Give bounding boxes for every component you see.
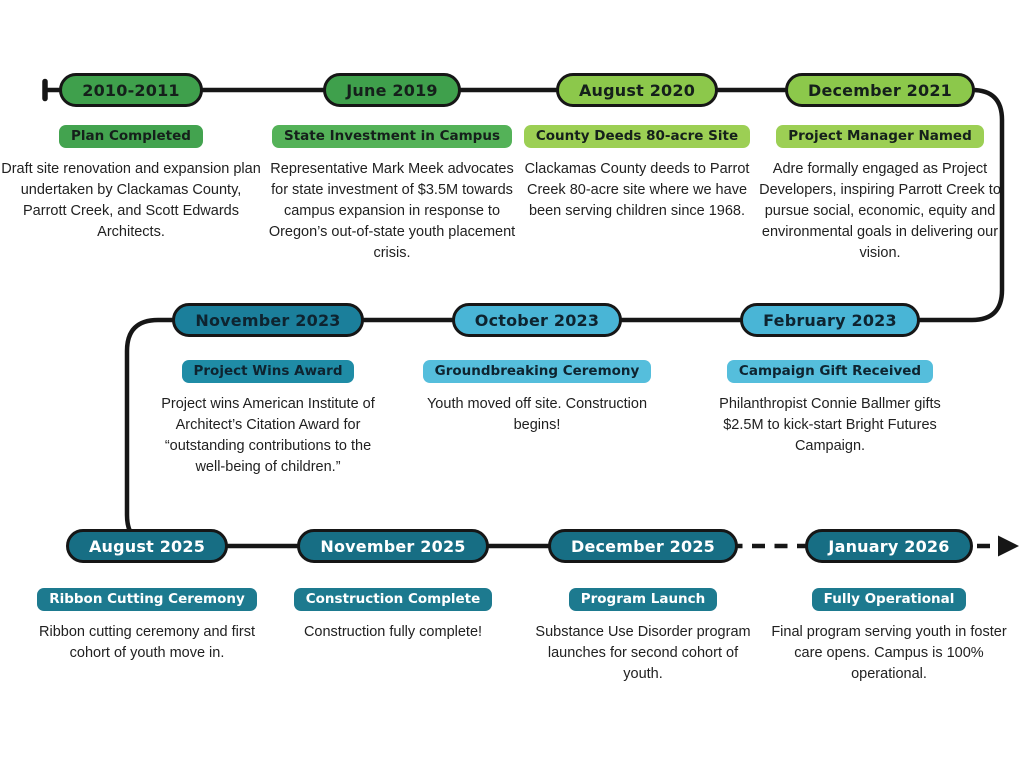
event-description: Clackamas County deeds to Parrot Creek 8… [524, 161, 750, 220]
event-title-badge: Project Wins Award [181, 360, 355, 383]
event-description: Representative Mark Meek advocates for s… [268, 161, 516, 262]
event-date-pill: 2010-2011 [59, 73, 203, 107]
event-date-pill: August 2020 [555, 73, 719, 107]
arrow-right-icon [998, 535, 1019, 557]
timeline-event: January 2026 Fully Operational Final pro… [769, 529, 1009, 685]
event-description: Youth moved off site. Construction begin… [426, 396, 648, 434]
timeline-event: 2010-2011 Plan Completed Draft site reno… [1, 73, 261, 243]
event-description: Project wins American Institute of Archi… [161, 396, 375, 476]
event-title-badge: County Deeds 80-acre Site [523, 125, 751, 148]
event-date-pill: August 2025 [65, 529, 229, 563]
event-title-badge: Fully Operational [811, 588, 967, 611]
event-description: Final program serving youth in foster ca… [771, 624, 1007, 683]
event-title-badge: Project Manager Named [776, 125, 984, 148]
timeline-event: November 2023 Project Wins Award Project… [153, 303, 383, 478]
event-description: Construction fully complete! [303, 624, 483, 640]
timeline-event: October 2023 Groundbreaking Ceremony You… [422, 303, 652, 436]
event-title-badge: Campaign Gift Received [726, 360, 934, 383]
event-date-pill: November 2025 [297, 529, 489, 563]
timeline-event: November 2025 Construction Complete Cons… [278, 529, 508, 643]
event-date-pill: January 2026 [805, 529, 973, 563]
event-title-badge: Groundbreaking Ceremony [422, 360, 652, 383]
timeline-event: August 2020 County Deeds 80-acre Site Cl… [517, 73, 757, 222]
event-title-badge: Plan Completed [59, 125, 203, 148]
event-date-pill: December 2021 [784, 73, 976, 107]
event-description: Philanthropist Connie Ballmer gifts $2.5… [719, 396, 941, 455]
event-description: Adre formally engaged as Project Develop… [759, 161, 1001, 262]
event-title-badge: State Investment in Campus [272, 125, 512, 148]
timeline-event: December 2025 Program Launch Substance U… [528, 529, 758, 685]
event-description: Ribbon cutting ceremony and first cohort… [39, 624, 255, 662]
timeline-event: December 2021 Project Manager Named Adre… [748, 73, 1012, 264]
event-date-pill: November 2023 [172, 303, 364, 337]
event-date-pill: February 2023 [740, 303, 920, 337]
timeline-event: June 2019 State Investment in Campus Rep… [262, 73, 522, 264]
event-title-badge: Ribbon Cutting Ceremony [37, 588, 257, 611]
event-date-pill: October 2023 [451, 303, 623, 337]
event-description: Substance Use Disorder program launches … [535, 624, 751, 683]
event-description: Draft site renovation and expansion plan… [1, 161, 261, 241]
event-date-pill: December 2025 [547, 529, 739, 563]
timeline-event: February 2023 Campaign Gift Received Phi… [712, 303, 948, 457]
event-title-badge: Construction Complete [293, 588, 493, 611]
event-title-badge: Program Launch [568, 588, 718, 611]
timeline-event: August 2025 Ribbon Cutting Ceremony Ribb… [27, 529, 267, 664]
event-date-pill: June 2019 [323, 73, 461, 107]
